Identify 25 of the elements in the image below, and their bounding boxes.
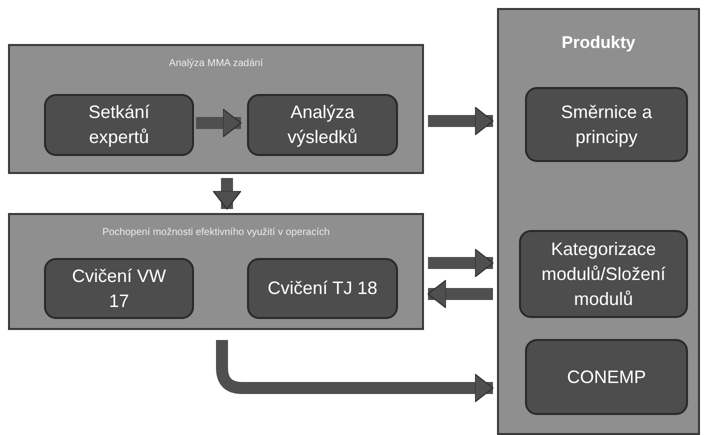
box-label: CONEMP (566, 366, 646, 388)
box-label: Cvičení VW 17 (70, 264, 168, 312)
process-box (519, 230, 688, 318)
block-arrow (428, 280, 493, 308)
block-arrow (212, 178, 242, 210)
box-label: Kategorizace modulů/Složení modulů (540, 238, 667, 310)
group-panel (497, 8, 700, 435)
box-label: Analýza výsledků (286, 101, 359, 149)
process-box (525, 339, 688, 415)
block-arrow (428, 248, 494, 278)
group-panel (8, 213, 424, 330)
process-box (247, 258, 398, 319)
process-box (525, 87, 688, 162)
box-label: Setkání expertů (87, 101, 151, 149)
group-panel (8, 44, 424, 174)
group-title: Pochopení možnosti efektivního využití v operacích (101, 227, 331, 240)
group-title: Analýza MMA zadání (168, 58, 264, 70)
process-box (44, 258, 194, 319)
box-label: Směrnice a principy (560, 100, 654, 149)
group-title: Produkty (560, 32, 636, 54)
block-arrow (428, 106, 494, 136)
process-box (44, 94, 194, 156)
block-arrow (196, 108, 242, 138)
box-label: Cvičení TJ 18 (268, 277, 378, 300)
process-box (247, 94, 398, 156)
